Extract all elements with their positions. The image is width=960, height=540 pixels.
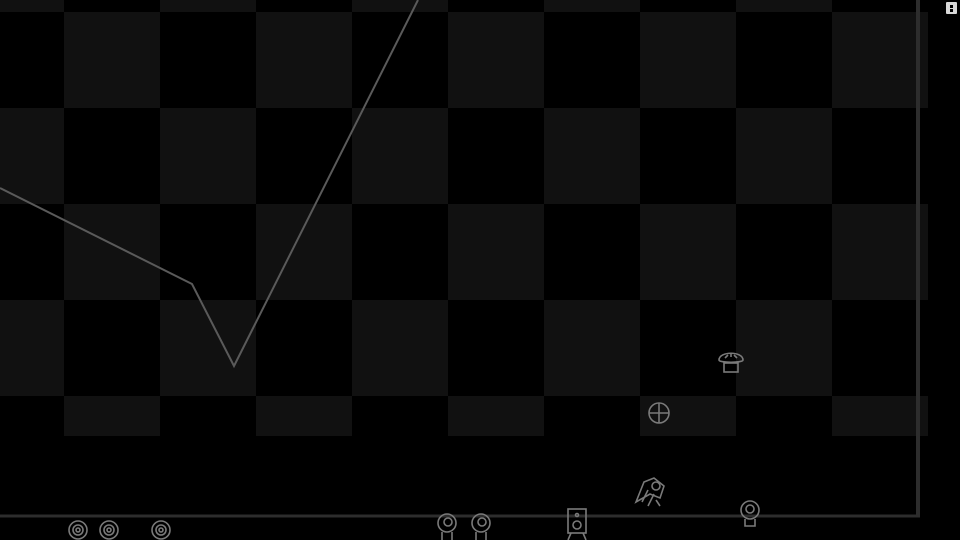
eyeball-creature-icon[interactable] (437, 513, 457, 540)
floor-tile (448, 12, 544, 108)
floor-tile (256, 12, 352, 108)
winged-creature-icon[interactable] (634, 477, 665, 507)
floor-tile (0, 300, 64, 396)
eyeball-creature-icon[interactable] (471, 513, 491, 540)
floor-tile (544, 108, 640, 204)
floor-tile (832, 396, 928, 436)
crosshair-target-icon[interactable] (648, 402, 670, 424)
floor-tile (640, 204, 736, 300)
floor-tile (736, 0, 832, 12)
floor-tile (0, 0, 64, 12)
floor-tile (64, 396, 160, 436)
vertical-dots-icon (950, 5, 953, 8)
floor-tile (256, 396, 352, 436)
floor-tile (448, 204, 544, 300)
floor-tile (736, 300, 832, 396)
floor-tile (352, 300, 448, 396)
spiral-coin-icon[interactable] (151, 520, 171, 540)
checkerboard-floor (0, 0, 928, 436)
floor-tile (352, 108, 448, 204)
floor-tile (736, 108, 832, 204)
floor-tile (832, 12, 928, 108)
floor-tile (256, 204, 352, 300)
menu-button[interactable] (946, 2, 957, 14)
eyeball-creature-icon[interactable] (740, 500, 760, 527)
floor-tile (0, 108, 64, 204)
mushroom-creature-icon[interactable] (718, 352, 744, 373)
floor-tile (640, 12, 736, 108)
vertical-dots-icon-lower (950, 9, 953, 12)
floor-tile (160, 0, 256, 12)
floor-tile (640, 396, 736, 436)
spiral-coin-icon[interactable] (99, 520, 119, 540)
floor-tile (448, 396, 544, 436)
spiral-coin-icon[interactable] (68, 520, 88, 540)
floor-tile (544, 0, 640, 12)
floor-tile (352, 0, 448, 12)
speaker-creature-icon[interactable] (567, 508, 587, 540)
floor-tile (160, 108, 256, 204)
floor-tile (64, 12, 160, 108)
floor-tile (544, 300, 640, 396)
arena-boundary (0, 0, 920, 518)
trajectory-line (0, 0, 419, 369)
floor-tile (832, 204, 928, 300)
floor-tile (64, 204, 160, 300)
